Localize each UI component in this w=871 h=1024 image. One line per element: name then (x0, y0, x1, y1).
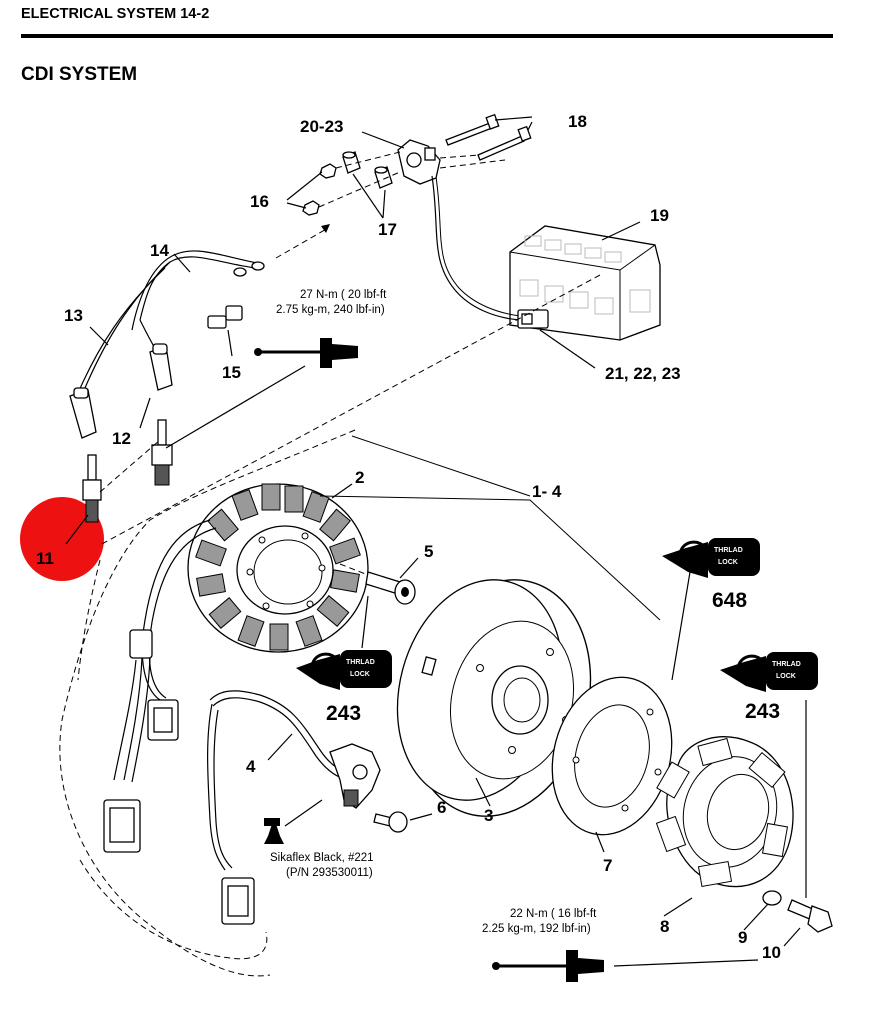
spark-plug-11-b[interactable] (151, 419, 173, 486)
callout-18: 18 (568, 112, 587, 131)
callout-17: 17 (378, 220, 397, 239)
sealant-tube-icon (264, 818, 284, 844)
callout-20-23: 20-23 (300, 117, 343, 136)
sprag-clutch-8[interactable] (655, 736, 794, 888)
callout-7: 7 (603, 856, 612, 875)
spark-plug-cap-a[interactable] (69, 387, 97, 439)
thread-lock-label-b2: LOCK (718, 559, 738, 566)
spark-plug-cap-b[interactable] (149, 343, 173, 391)
loctite-243-label-b: 243 (745, 700, 780, 723)
highlight-marker[interactable] (20, 497, 104, 581)
torque-wrench-icon-2 (492, 950, 604, 982)
screw-18-b[interactable] (477, 125, 532, 161)
connector-21-23[interactable] (517, 309, 549, 329)
stator[interactable] (187, 483, 369, 653)
stator-harness[interactable] (103, 519, 217, 853)
callout-15: 15 (222, 363, 241, 382)
header-rule (21, 34, 833, 38)
thread-lock-label-a1: THRLAD (346, 659, 375, 666)
screw-6[interactable] (373, 811, 408, 833)
nut-16-b[interactable] (302, 200, 320, 216)
callout-13: 13 (64, 306, 83, 325)
torque-spec-spark-plug-line1: 27 N-m ( 20 lbf-ft (300, 289, 387, 301)
sealant-note-line1: Sikaflex Black, #221 (270, 852, 374, 864)
callout-1-4: 1- 4 (532, 482, 562, 501)
thread-lock-icon-b: THRLAD LOCK (662, 538, 760, 578)
trigger-coil-harness[interactable] (79, 690, 346, 960)
washer-9[interactable] (762, 890, 782, 906)
high-tension-wire[interactable] (74, 250, 265, 401)
spacer-17-b[interactable] (374, 166, 393, 189)
thread-lock-icon-a: THRLAD LOCK (296, 650, 392, 690)
callout-16: 16 (250, 192, 269, 211)
bolt-10[interactable] (787, 899, 833, 933)
callout-2: 2 (355, 468, 364, 487)
spacer-17-a[interactable] (342, 151, 361, 174)
pickup-sensor-4[interactable] (329, 743, 381, 809)
callout-6: 6 (437, 798, 446, 817)
torque-spec-bolt-line1: 22 N-m ( 16 lbf-ft (510, 908, 597, 920)
thread-lock-label-a2: LOCK (350, 671, 370, 678)
callout-19: 19 (650, 206, 669, 225)
callout-11: 11 (36, 549, 54, 568)
wire-connector-15[interactable] (207, 305, 243, 329)
callout-5: 5 (424, 542, 433, 561)
callout-12: 12 (112, 429, 131, 448)
sealant-note-line2: (P/N 293530011) (286, 867, 373, 879)
screw-18-a[interactable] (445, 113, 500, 146)
stator-bolt-5[interactable] (365, 571, 416, 605)
callout-14: 14 (150, 241, 169, 260)
callout-8: 8 (660, 917, 669, 936)
callout-4: 4 (246, 757, 256, 776)
callout-10: 10 (762, 943, 781, 962)
loctite-648-label: 648 (712, 589, 747, 612)
callout-3: 3 (484, 806, 493, 825)
thread-lock-label-c2: LOCK (776, 673, 796, 680)
spark-plug-11-a[interactable] (82, 454, 102, 523)
page-header: ELECTRICAL SYSTEM 14-2 (21, 6, 210, 22)
section-title: CDI SYSTEM (21, 64, 138, 85)
nut-16-a[interactable] (319, 163, 337, 179)
torque-wrench-icon (254, 338, 358, 368)
torque-spec-bolt-line2: 2.25 kg-m, 192 lbf-in) (482, 923, 591, 935)
mounting-bracket[interactable] (397, 139, 441, 185)
thread-lock-label-b1: THRLAD (714, 547, 743, 554)
thread-lock-icon-c: THRLAD LOCK (720, 652, 818, 692)
callout-21-22-23: 21, 22, 23 (605, 364, 681, 383)
thread-lock-label-c1: THRLAD (772, 661, 801, 668)
callout-9: 9 (738, 928, 747, 947)
torque-spec-spark-plug-line2: 2.75 kg-m, 240 lbf-in) (276, 304, 385, 316)
flywheel[interactable] (374, 559, 616, 836)
loctite-243-label-a: 243 (326, 702, 361, 725)
